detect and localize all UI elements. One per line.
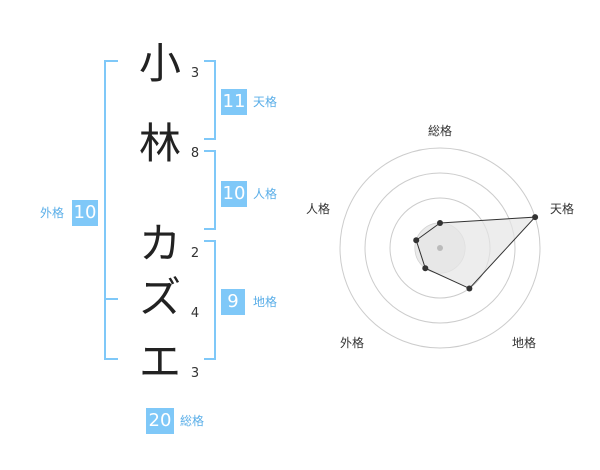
radar-data-polygon — [415, 216, 537, 290]
stroke-count-3: 2 — [190, 246, 200, 261]
tenkaku-label: 天格 — [253, 95, 278, 109]
radar-point-4 — [422, 265, 429, 272]
tenkaku-value-badge: 11 — [221, 89, 247, 115]
gaikaku-value-badge: 10 — [72, 200, 98, 226]
stroke-count-2: 8 — [190, 146, 200, 161]
chikaku-value-badge: 9 — [221, 289, 245, 315]
stroke-count-4: 4 — [190, 306, 200, 321]
stroke-count-1: 3 — [190, 66, 200, 81]
stroke-count-5: 3 — [190, 366, 200, 381]
chikaku-bracket-top-tick — [204, 240, 216, 242]
gaikaku-bracket-line — [104, 60, 106, 360]
name-char-5: エ — [138, 337, 181, 386]
soukaku-label: 総格 — [180, 414, 205, 428]
radar-point-1 — [437, 220, 443, 226]
radar-grid-ring-4 — [339, 147, 541, 349]
radar-axis-label-jinkaku: 人格 — [305, 202, 330, 216]
radar-center-dot — [437, 245, 443, 251]
jinkaku-bracket-bottom-tick — [204, 228, 216, 230]
radar-point-3 — [466, 285, 473, 292]
name-char-2: 林 — [138, 119, 181, 168]
radar-point-5 — [413, 237, 420, 244]
jinkaku-bracket-line — [214, 150, 216, 230]
radar-axis-label-soukaku: 総格 — [427, 124, 452, 138]
gaikaku-label: 外格 — [40, 206, 65, 220]
jinkaku-bracket-top-tick — [204, 150, 216, 152]
radar-axis-label-chikaku: 地格 — [511, 336, 536, 350]
name-char-3: カ — [138, 219, 181, 268]
gaikaku-bracket-bottom-tick — [104, 358, 118, 360]
radar-grid-ring-3 — [364, 172, 516, 324]
jinkaku-value-badge: 10 — [221, 181, 247, 207]
tenkaku-bracket-bottom-tick — [204, 138, 216, 140]
name-char-4: ズ — [138, 273, 181, 322]
tenkaku-bracket-line — [214, 60, 216, 140]
tenkaku-bracket-top-tick — [204, 60, 216, 62]
name-char-1: 小 — [138, 39, 181, 88]
jinkaku-label: 人格 — [253, 187, 278, 201]
chikaku-bracket-bottom-tick — [204, 358, 216, 360]
radar-axis-label-gaikaku: 外格 — [339, 336, 364, 350]
radar-point-2 — [532, 214, 539, 221]
soukaku-value-badge: 20 — [146, 408, 174, 434]
chikaku-bracket-line — [214, 240, 216, 360]
gaikaku-bracket-mid-tick — [104, 298, 118, 300]
chikaku-label: 地格 — [253, 295, 278, 309]
gaikaku-bracket-top-tick — [104, 60, 118, 62]
radar-axis-label-tenkaku: 天格 — [549, 202, 574, 216]
